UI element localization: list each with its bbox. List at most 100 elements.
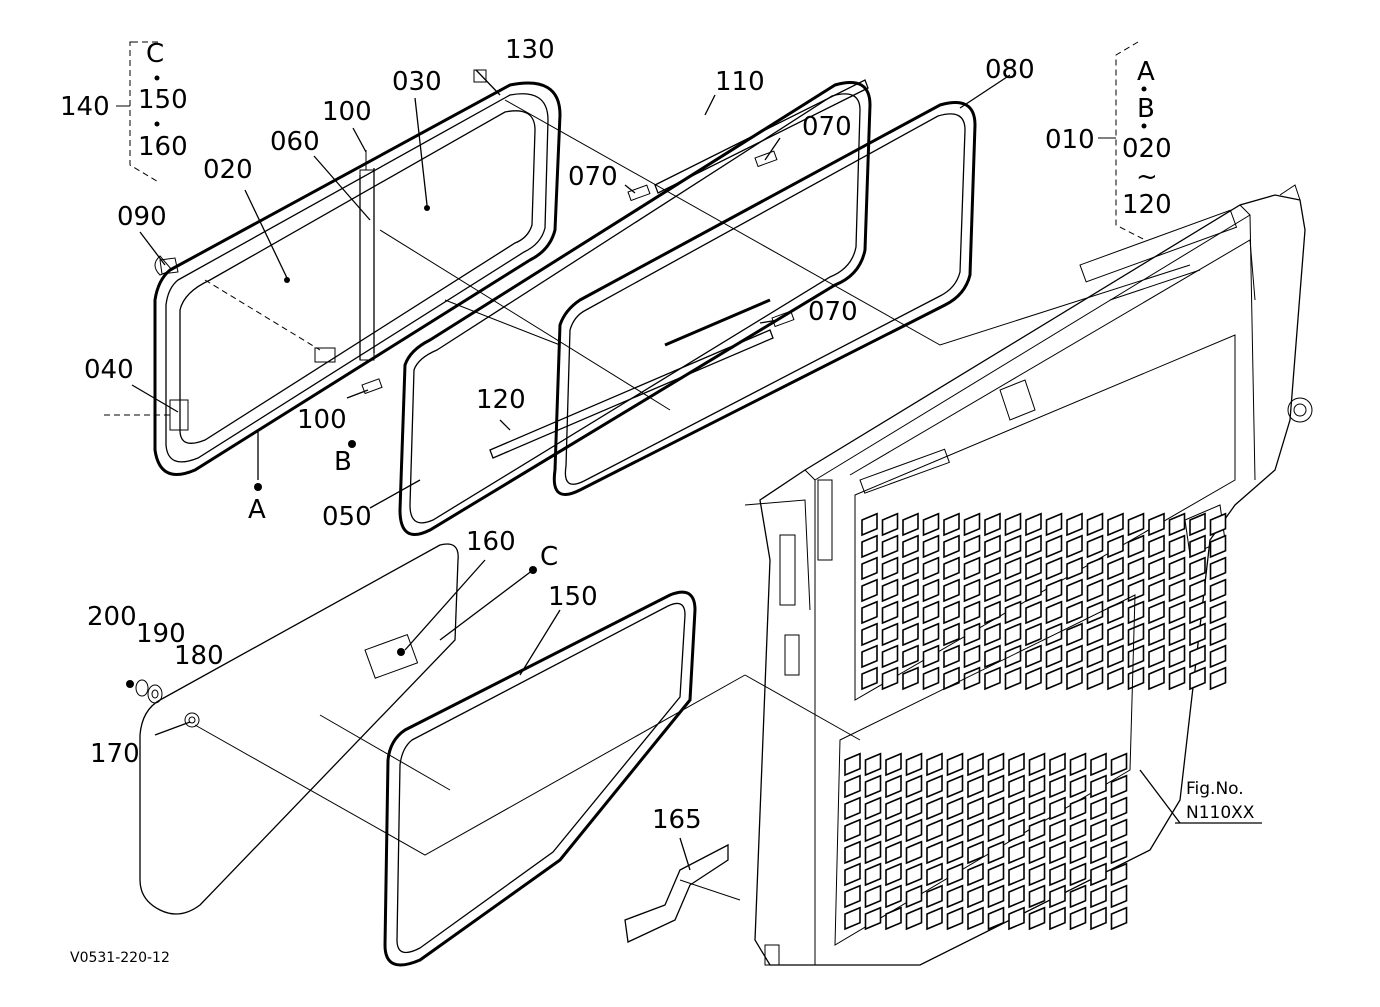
callout-150b: 150	[548, 582, 598, 612]
grille-cell	[987, 906, 1005, 931]
callout-120b: 120	[476, 385, 526, 415]
grille-cell	[926, 884, 943, 909]
grille-cell	[1110, 774, 1128, 799]
grille-cell	[864, 840, 882, 865]
callout-letter-b-top: B	[1137, 94, 1155, 124]
grille-cell	[1189, 556, 1206, 581]
grille-cell	[1110, 840, 1128, 865]
grille-cell	[1008, 818, 1025, 843]
grille-cell	[1168, 666, 1186, 691]
grille-cell	[946, 796, 964, 821]
grille-cell	[984, 622, 1001, 647]
grille-cell	[902, 556, 919, 581]
grille-cell	[943, 600, 960, 625]
grille-cell	[1028, 774, 1046, 799]
lower-grille	[834, 594, 1136, 946]
callout-070b: 070	[568, 162, 618, 192]
grille-cell	[1110, 752, 1128, 777]
grille-cell	[1168, 534, 1186, 559]
grille-cell	[1127, 556, 1145, 581]
grille-cell	[967, 884, 984, 909]
grille-cell	[1069, 752, 1087, 777]
grille-cell	[963, 578, 981, 603]
grille-cell	[926, 840, 943, 865]
grille-cell	[926, 818, 943, 843]
callout-030: 030	[392, 67, 442, 97]
grille-cell	[881, 644, 899, 669]
grille-cell	[1148, 600, 1165, 625]
grille-cell	[1066, 666, 1083, 691]
callout-letter-b: B	[334, 447, 352, 477]
grille-cell	[1045, 666, 1063, 691]
callout-070c: 070	[808, 297, 858, 327]
callout-200: 200	[87, 602, 137, 632]
grille-cell	[902, 600, 919, 625]
grille-cell	[963, 556, 981, 581]
grille-cell	[881, 666, 899, 691]
grille-cell	[1004, 578, 1022, 603]
grille-cell	[1148, 578, 1165, 603]
seal-050	[398, 81, 872, 536]
grille-cell	[1110, 862, 1128, 887]
callout-letter-c: C	[146, 39, 164, 69]
grille-cell	[1148, 666, 1165, 691]
grille-cell	[987, 884, 1005, 909]
grille-cell	[881, 600, 899, 625]
seal-080	[552, 101, 977, 496]
grille-cell	[1008, 862, 1025, 887]
grille-cell	[905, 774, 923, 799]
grille-cell	[1209, 578, 1227, 603]
callout-020b: 020	[1122, 134, 1172, 164]
grille-cell	[1069, 840, 1087, 865]
grille-cell	[1004, 512, 1022, 537]
grille-cell	[984, 512, 1001, 537]
grille-cell	[984, 600, 1001, 625]
grille-cell	[1008, 906, 1025, 931]
grille-cell	[1028, 906, 1046, 931]
grille-cell	[1189, 622, 1206, 647]
grille-cell	[967, 774, 984, 799]
callout-letter-a: A	[248, 495, 266, 525]
grille-cell	[963, 600, 981, 625]
grille-cell	[1066, 512, 1083, 537]
grille-cell	[1209, 600, 1227, 625]
callout-010: 010	[1045, 125, 1095, 155]
grille-cell	[984, 644, 1001, 669]
grille-cell	[905, 752, 923, 777]
grille-cell	[905, 840, 923, 865]
grille-cell	[885, 796, 902, 821]
grille-cell	[1127, 600, 1145, 625]
grille-cell	[1127, 512, 1145, 537]
grille-cell	[946, 818, 964, 843]
grille-cell	[946, 906, 964, 931]
grille-cell	[987, 774, 1005, 799]
grille-cell	[1107, 534, 1124, 559]
grille-cell	[1028, 862, 1046, 887]
grille-cell	[1209, 622, 1227, 647]
grille-cell	[1127, 644, 1145, 669]
grille-cell	[922, 578, 940, 603]
grille-cell	[1086, 534, 1104, 559]
grille-cell	[1066, 556, 1083, 581]
callout-130: 130	[505, 35, 555, 65]
grille-cell	[1025, 644, 1042, 669]
grille-cell	[902, 666, 919, 691]
callout-080: 080	[985, 55, 1035, 85]
grille-cell	[1008, 774, 1025, 799]
grille-cell	[905, 862, 923, 887]
grille-cell	[902, 644, 919, 669]
grille-cell	[1069, 906, 1087, 931]
grille-cell	[1107, 556, 1124, 581]
callout-120a: 120	[1122, 190, 1172, 220]
grille-cell	[861, 600, 878, 625]
grille-cell	[1107, 578, 1124, 603]
grille-cell	[1004, 666, 1022, 691]
grille-cell	[922, 644, 940, 669]
grille-cell	[905, 906, 923, 931]
grille-cell	[926, 906, 943, 931]
grille-cell	[902, 578, 919, 603]
grille-cell	[1004, 622, 1022, 647]
grille-cell	[922, 600, 940, 625]
grille-cell	[987, 796, 1005, 821]
